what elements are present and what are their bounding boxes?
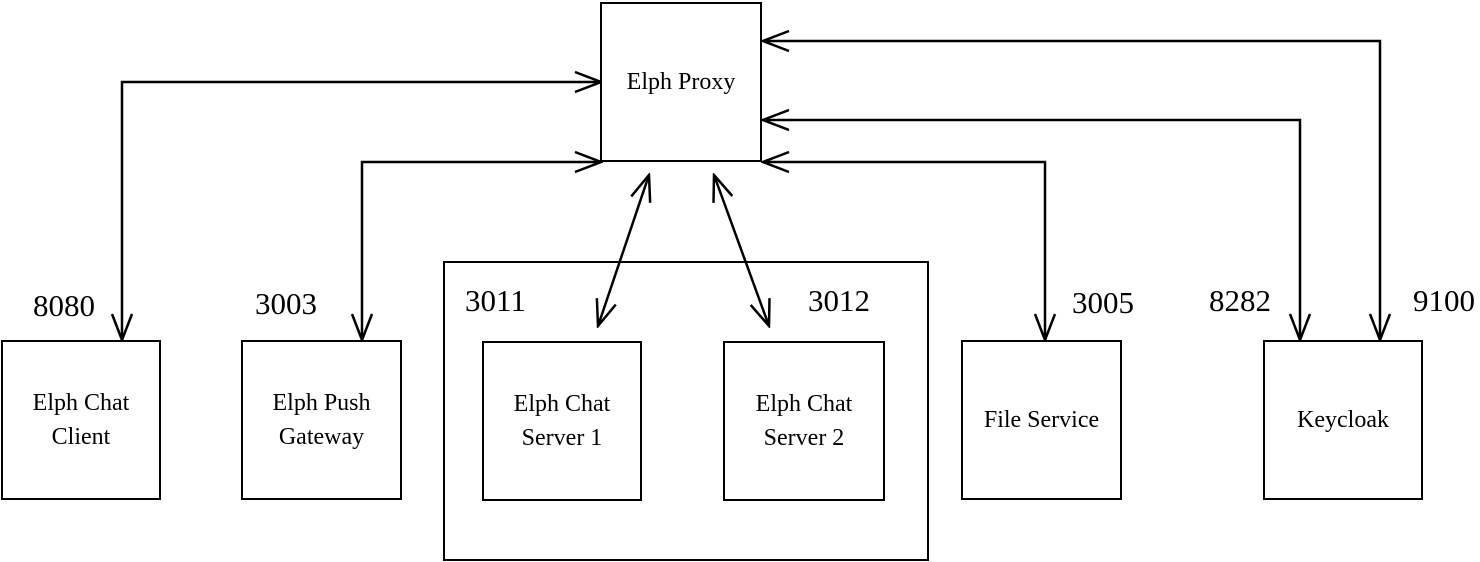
edge-keycloak9100-proxy [763,41,1380,340]
edge-gateway-proxy [362,162,601,340]
chat-servers-cluster-box [443,261,929,561]
node-elph-chat-server-2-label: Elph Chat Server 2 [755,390,853,451]
node-elph-push-gateway: Elph Push Gateway [241,340,402,500]
node-elph-chat-server-1: Elph Chat Server 1 [482,341,642,501]
port-label-3011: 3011 [465,283,526,318]
node-elph-chat-client: Elph Chat Client [1,340,161,500]
node-keycloak-label: Keycloak [1297,406,1389,433]
node-elph-chat-server-2: Elph Chat Server 2 [723,341,885,501]
edge-server1-proxy [598,175,649,326]
node-elph-push-gateway-label: Elph Push Gateway [272,389,371,450]
edge-client-proxy [122,82,601,340]
node-elph-proxy: Elph Proxy [600,2,762,162]
port-label-3005: 3005 [1072,285,1134,320]
port-label-8080: 8080 [33,288,95,323]
node-keycloak: Keycloak [1263,340,1423,500]
port-label-3003: 3003 [255,286,317,321]
node-file-service: File Service [961,340,1122,500]
node-file-service-label: File Service [983,406,1100,433]
port-label-8282: 8282 [1209,283,1271,318]
port-label-3012: 3012 [808,283,870,318]
port-label-9100: 9100 [1413,283,1475,318]
node-elph-chat-client-label: Elph Chat Client [32,389,130,450]
edge-server2-proxy [714,175,769,326]
node-elph-chat-server-1-label: Elph Chat Server 1 [513,390,611,451]
node-elph-proxy-label: Elph Proxy [626,68,736,95]
